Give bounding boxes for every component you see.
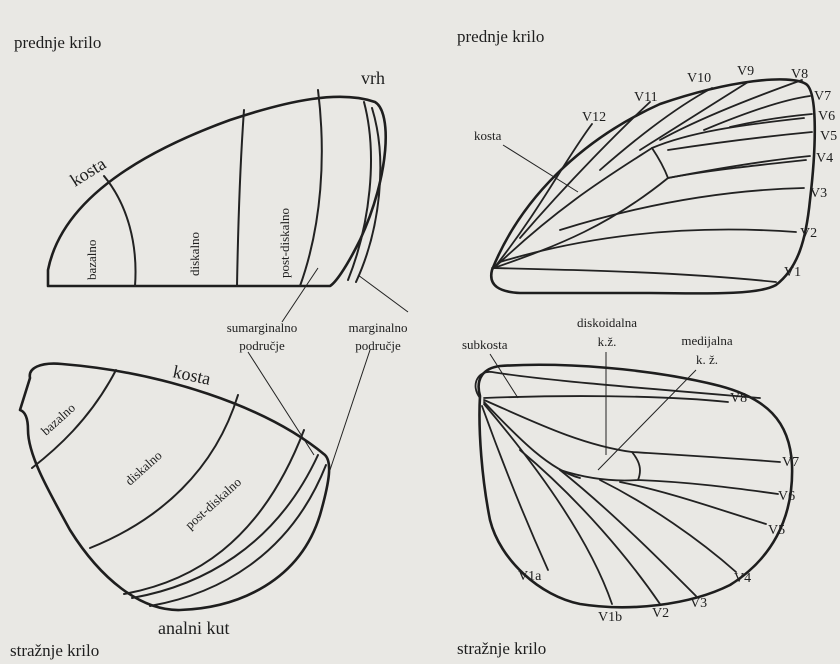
fore-label-v12: V12 — [582, 110, 606, 125]
hind-label-v6: V6 — [778, 489, 795, 504]
fore-vein-v2 — [500, 230, 796, 262]
fore-label-v2: V2 — [800, 226, 817, 241]
fore-label-v1: V1 — [784, 265, 801, 280]
hind-postdiscal-zone-label: post-diskalno — [182, 474, 244, 532]
hind-label-v2: V2 — [652, 606, 669, 621]
hind-vein-v1a — [482, 406, 548, 570]
hind-label-v8: V8 — [730, 391, 747, 406]
hind-vein-v1b — [484, 404, 612, 604]
fore-label-v5: V5 — [820, 129, 837, 144]
hind-discal-zone-label: diskalno — [122, 448, 165, 489]
left-forewing: prednje krilo kosta vrh bazalno diskalno… — [14, 33, 386, 286]
fore-vein-v12 — [494, 124, 592, 268]
medial-label-line2: k. ž. — [696, 352, 718, 367]
fore-vein-v7 — [704, 96, 810, 130]
marginal-leader-bottom — [330, 350, 370, 470]
subcosta-label: subkosta — [462, 337, 508, 352]
left-forewing-title: prednje krilo — [14, 33, 101, 52]
fore-label-v8: V8 — [791, 67, 808, 82]
fore-label-v11: V11 — [634, 90, 658, 105]
discal-boundary — [237, 110, 244, 286]
postdiscal-zone-label: post-diskalno — [277, 208, 292, 278]
hind-vein-v7 — [632, 452, 780, 462]
postdiscal-boundary — [300, 90, 322, 286]
fore-label-v6: V6 — [818, 109, 835, 124]
marginal-leader-top — [358, 275, 408, 312]
basal-zone-label: bazalno — [84, 240, 99, 280]
hind-label-v1a: V1a — [518, 569, 542, 584]
hind-basal-boundary — [32, 370, 116, 468]
hind-discal-cell — [484, 400, 640, 481]
anal-angle-label: analni kut — [158, 618, 229, 638]
fore-vein-v1 — [492, 268, 776, 282]
right-forewing: prednje krilo kosta V12 V11 V10 V9 V8 V7… — [457, 27, 837, 293]
fore-vein-v5 — [668, 132, 812, 150]
fore-label-v7: V7 — [814, 89, 831, 104]
marginal-label-line2: područje — [355, 338, 401, 353]
submarginal-label-line1: sumarginalno — [227, 320, 298, 335]
right-forewing-outline — [491, 79, 815, 293]
hind-label-v4: V4 — [734, 571, 751, 586]
right-hindwing: subkosta diskoidalna k.ž. medijalna k. ž… — [457, 315, 799, 658]
discoidal-label-line1: diskoidalna — [577, 315, 637, 330]
right-forewing-title: prednje krilo — [457, 27, 544, 46]
discal-zone-label: diskalno — [187, 232, 202, 276]
hind-label-v5: V5 — [768, 523, 785, 538]
left-hindwing-title: stražnje krilo — [10, 641, 99, 660]
marginal-label-line1: marginalno — [349, 320, 408, 335]
hind-label-v7: V7 — [782, 455, 799, 470]
apex-label: vrh — [361, 68, 385, 88]
hind-label-v1b: V1b — [598, 610, 622, 625]
hind-vein-v3 — [560, 470, 696, 596]
region-callouts: sumarginalno područje marginalno područj… — [227, 268, 408, 470]
fore-label-v9: V9 — [737, 64, 754, 79]
fore-inner-radial — [494, 148, 652, 268]
hind-vein-inner — [484, 402, 580, 478]
right-hindwing-title: stražnje krilo — [457, 639, 546, 658]
fore-costa-leader — [503, 145, 578, 192]
hind-label-v3: V3 — [690, 596, 707, 611]
right-forewing-costa-label: kosta — [474, 128, 502, 143]
fore-label-v10: V10 — [687, 71, 711, 86]
fore-vein-v8 — [660, 80, 802, 140]
fore-vein-v6 — [730, 114, 812, 127]
left-forewing-costa-label: kosta — [67, 153, 110, 190]
left-hindwing: kosta bazalno diskalno post-diskalno ana… — [10, 361, 329, 660]
fore-label-v4: V4 — [816, 151, 833, 166]
fore-vein-v3 — [560, 188, 804, 230]
basal-boundary — [104, 176, 136, 286]
discoidal-label-line2: k.ž. — [598, 334, 617, 349]
submarginal-label-line2: područje — [239, 338, 285, 353]
hind-discal-boundary — [90, 395, 238, 548]
fore-label-v3: V3 — [810, 186, 827, 201]
medial-label-line1: medijalna — [681, 333, 732, 348]
